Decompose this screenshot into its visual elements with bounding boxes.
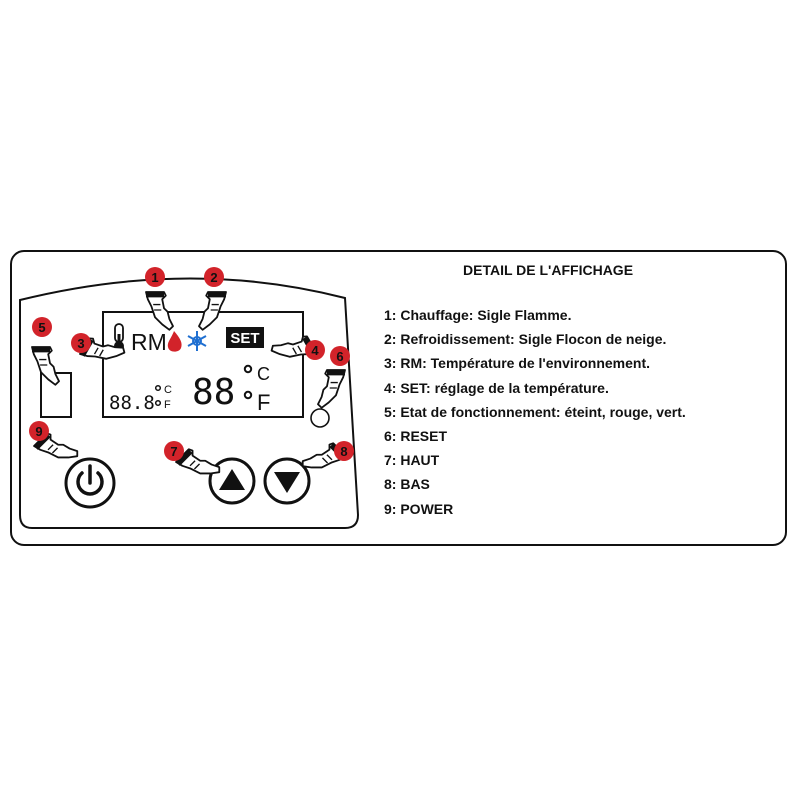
marker-1: 1 — [145, 267, 165, 287]
legend-item: 9: POWER — [384, 500, 454, 517]
pointing-hand-icon — [317, 369, 346, 409]
thermometer-icon — [114, 323, 124, 351]
degree-small-bottom — [154, 399, 162, 407]
set-badge — [226, 327, 264, 348]
legend-item: 3: RM: Température de l'environnement. — [384, 355, 651, 372]
flame-icon — [167, 331, 182, 352]
svg-text:9: 9 — [35, 424, 42, 439]
set-temp-value: 88 — [192, 372, 235, 413]
svg-text:3: 3 — [77, 336, 84, 351]
svg-text:2: 2 — [210, 270, 217, 285]
room-temp-value: 88.8 — [109, 392, 155, 414]
legend-item: 8: BAS — [384, 476, 430, 493]
marker-3: 3 — [71, 333, 91, 353]
diagram-frame — [10, 250, 787, 546]
legend-item: 6: RESET — [384, 428, 448, 445]
marker-2: 2 — [204, 267, 224, 287]
marker-8: 8 — [334, 441, 354, 461]
svg-text:8: 8 — [340, 444, 347, 459]
up-arrow-icon — [219, 469, 245, 490]
down-arrow-icon — [274, 472, 300, 493]
legend-item: 7: HAUT — [384, 452, 440, 469]
panel-outline — [19, 277, 360, 529]
power-icon — [76, 464, 104, 496]
unit-c-small: C — [164, 384, 172, 396]
marker-4: 4 — [305, 340, 325, 360]
unit-c-large: C — [257, 364, 270, 384]
marker-9: 9 — [29, 421, 49, 441]
set-label: SET — [230, 330, 259, 347]
svg-text:4: 4 — [311, 343, 319, 358]
svg-text:6: 6 — [336, 349, 343, 364]
svg-text:7: 7 — [170, 444, 177, 459]
marker-7: 7 — [164, 441, 184, 461]
marker-6: 6 — [330, 346, 350, 366]
pointing-hand-icon — [145, 291, 174, 331]
legend-item: 5: Etat de fonctionnement: éteint, rouge… — [384, 403, 686, 420]
unit-f-small: F — [164, 399, 171, 411]
legend-item: 2: Refroidissement: Sigle Flocon de neig… — [384, 331, 667, 348]
legend-title: DETAIL DE L'AFFICHAGE — [463, 262, 634, 278]
down-button[interactable] — [263, 457, 311, 505]
legend-item: 1: Chauffage: Sigle Flamme. — [384, 307, 572, 323]
degree-large-bottom — [243, 390, 253, 400]
svg-text:1: 1 — [151, 270, 158, 285]
lcd-screen — [102, 311, 304, 418]
rm-label: RM — [131, 329, 167, 355]
snowflake-icon — [187, 331, 207, 351]
pointing-hand-icon — [198, 291, 227, 331]
legend-list: 1: Chauffage: Sigle Flamme. 2: Refroidis… — [384, 303, 686, 521]
svg-text:5: 5 — [38, 320, 45, 335]
unit-f-large: F — [257, 390, 270, 415]
legend-item: 4: SET: réglage de la température. — [384, 379, 609, 396]
power-button[interactable] — [64, 457, 116, 509]
marker-5: 5 — [32, 317, 52, 337]
degree-large-top — [243, 364, 253, 374]
up-button[interactable] — [208, 457, 256, 505]
reset-button[interactable] — [310, 408, 330, 428]
degree-small-top — [154, 384, 162, 392]
